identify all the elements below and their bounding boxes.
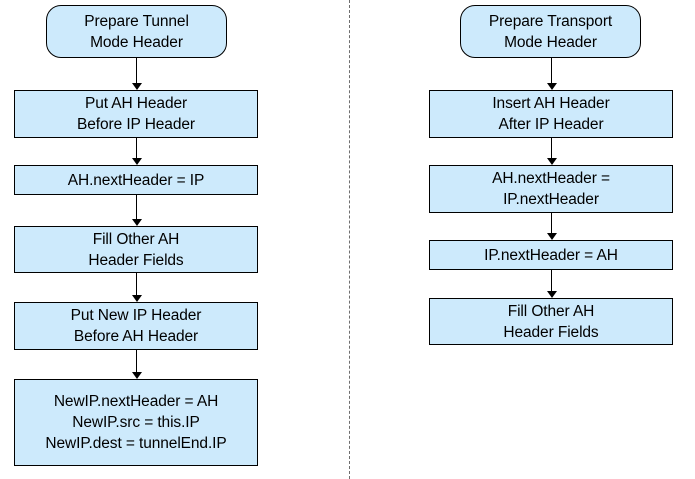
arrow-stem xyxy=(136,350,137,374)
flow-node-text-line: Insert AH Header xyxy=(492,95,610,112)
arrow-stem xyxy=(551,58,552,85)
flow-node-text-line: IP.nextHeader xyxy=(503,191,599,208)
flow-node-text-line: Before IP Header xyxy=(77,116,195,133)
flow-node-tunnel-fill-other-ah: Fill Other AH Header Fields xyxy=(14,226,258,273)
flow-node-text-line: IP.nextHeader = AH xyxy=(484,246,618,264)
arrow-head-icon xyxy=(131,219,142,226)
flow-node-label: IP.nextHeader = AH xyxy=(430,245,672,266)
flow-node-label: AH.nextHeader = IP xyxy=(15,170,257,191)
flow-node-label: Fill Other AH Header Fields xyxy=(430,301,672,343)
flow-node-text-line: After IP Header xyxy=(498,116,604,133)
arrow-stem xyxy=(136,138,137,160)
flow-node-label: Fill Other AH Header Fields xyxy=(15,229,257,271)
flow-node-text-line: AH.nextHeader = IP xyxy=(67,171,205,189)
flow-node-tunnel-newip-fields: NewIP.nextHeader = AH NewIP.src = this.IP… xyxy=(14,379,258,466)
flow-node-text-line: Prepare Transport xyxy=(488,12,613,30)
flow-node-label: NewIP.nextHeader = AH NewIP.src = this.IP… xyxy=(15,391,257,454)
flow-node-text-line: AH.nextHeader = xyxy=(492,170,610,187)
arrow-head-icon xyxy=(546,233,557,240)
flow-node-text-line: NewIP.src = this.IP xyxy=(72,414,200,431)
arrow-head-icon xyxy=(131,83,142,90)
flow-node-text-line: Header Fields xyxy=(88,251,184,269)
arrow-stem xyxy=(551,213,552,235)
flow-node-text-line: Fill Other AH xyxy=(92,230,180,248)
arrow-head-icon xyxy=(546,158,557,165)
flow-node-tunnel-ah-nextheader: AH.nextHeader = IP xyxy=(14,165,258,195)
flow-node-text-line: Mode Header xyxy=(90,33,183,51)
flow-node-transport-ip-nextheader: IP.nextHeader = AH xyxy=(429,240,673,270)
column-divider xyxy=(349,0,350,479)
arrow-head-icon xyxy=(546,83,557,90)
flow-node-text-line: Fill Other AH xyxy=(507,302,595,320)
flow-node-label: AH.nextHeader = IP.nextHeader xyxy=(430,168,672,210)
arrow-head-icon xyxy=(131,372,142,379)
flow-node-text-line: Prepare Tunnel xyxy=(84,12,189,30)
flow-node-transport-ah-nextheader: AH.nextHeader = IP.nextHeader xyxy=(429,165,673,213)
flow-node-text-line: Mode Header xyxy=(504,33,597,51)
arrow-head-icon xyxy=(131,158,142,165)
arrow-stem xyxy=(551,138,552,160)
flow-node-text-line: Put New IP Header xyxy=(70,307,202,324)
flow-node-text-line: NewIP.nextHeader = AH xyxy=(53,393,219,410)
arrow-head-icon xyxy=(546,291,557,298)
arrow-stem xyxy=(136,195,137,221)
flow-node-transport-fill-other-ah: Fill Other AH Header Fields xyxy=(429,298,673,345)
arrow-stem xyxy=(551,270,552,293)
arrow-stem xyxy=(136,273,137,297)
arrow-head-icon xyxy=(131,295,142,302)
flow-node-text-line: NewIP.dest = tunnelEnd.IP xyxy=(45,435,227,452)
flow-node-text-line: Put AH Header xyxy=(84,95,188,112)
flow-node-text-line: Before AH Header xyxy=(73,328,199,345)
flow-node-text-line: Header Fields xyxy=(503,323,599,341)
arrow-stem xyxy=(136,58,137,85)
